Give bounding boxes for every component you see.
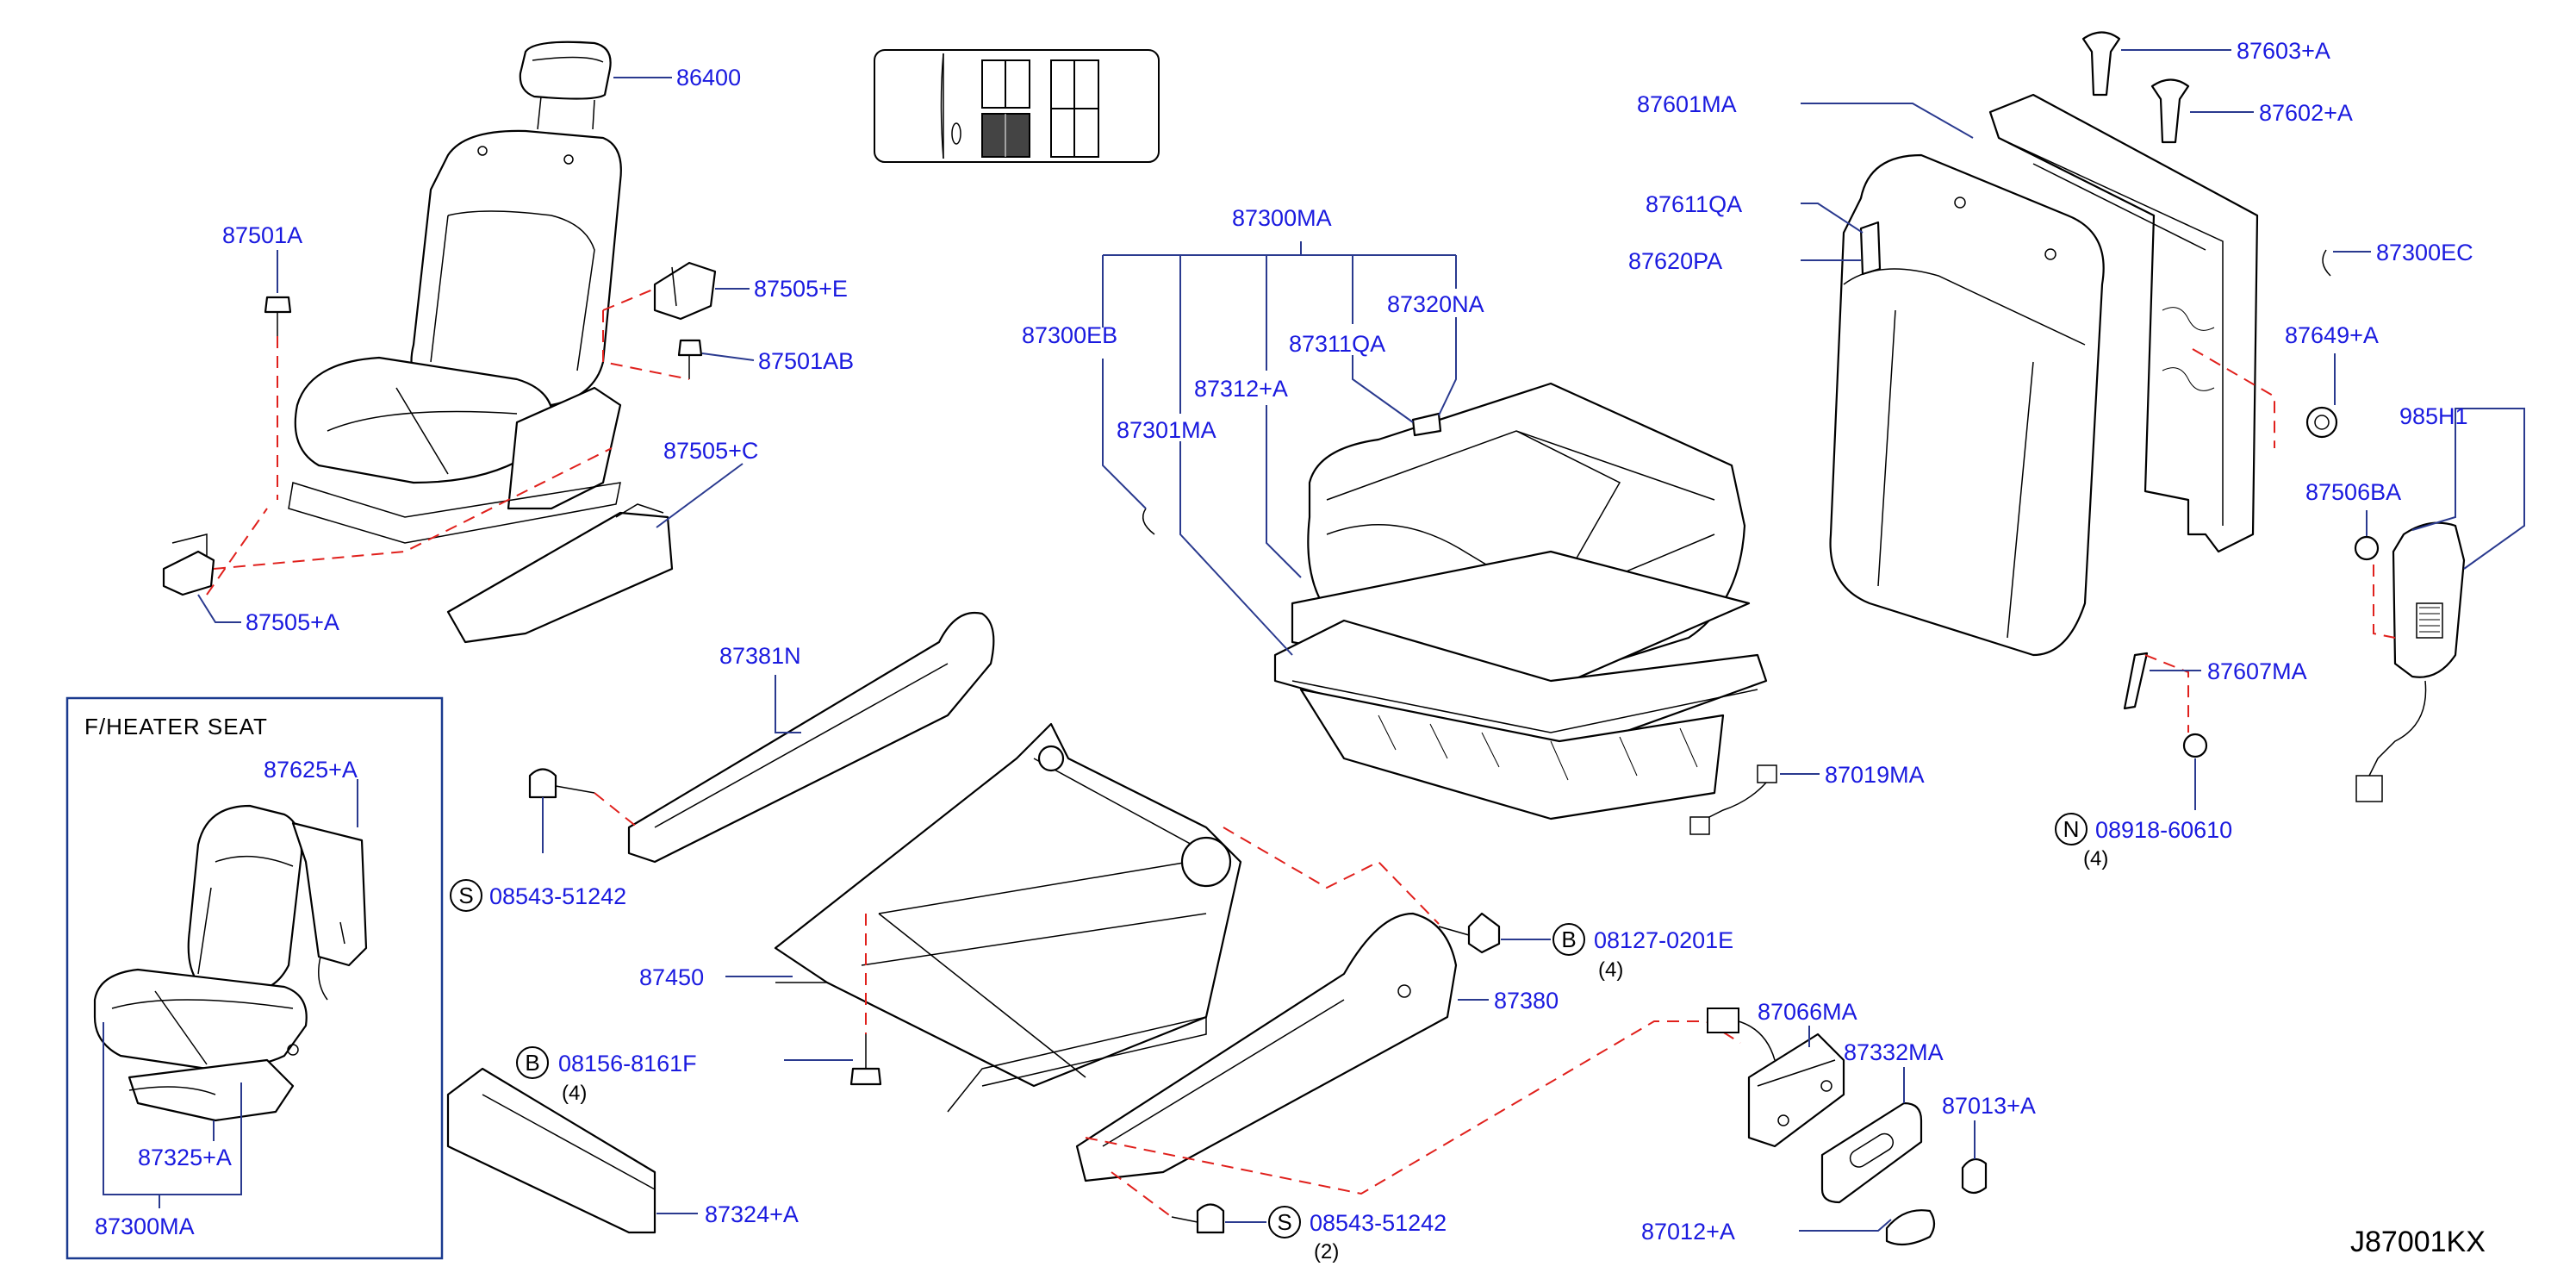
label-87607ma: 87607MA xyxy=(2207,658,2307,684)
label-87611qa: 87611QA xyxy=(1646,191,1742,217)
label-87332ma: 87332MA xyxy=(1844,1039,1944,1065)
label-87311qa: 87311QA xyxy=(1289,331,1385,357)
label-08918-60610: 08918-60610 xyxy=(2095,817,2232,843)
label-87012a: 87012+A xyxy=(1641,1219,1735,1245)
label-87013a: 87013+A xyxy=(1942,1093,2036,1119)
label-87324a: 87324+A xyxy=(705,1201,799,1227)
label-86400: 86400 xyxy=(676,65,741,90)
switch-parts-illustration xyxy=(1707,1008,1988,1246)
label-87505e: 87505+E xyxy=(754,276,848,302)
label-87601ma: 87601MA xyxy=(1637,91,1737,117)
mark-n: N xyxy=(2063,816,2080,842)
seat-cushion-illustration xyxy=(1142,382,1768,820)
label-87501ab: 87501AB xyxy=(758,348,854,374)
mark-s-top: S xyxy=(458,883,473,908)
inset-title: F/HEATER SEAT xyxy=(84,714,268,739)
label-87620pa: 87620PA xyxy=(1628,248,1722,274)
label-87300ma-inset: 87300MA xyxy=(95,1213,195,1239)
label-08127-0201e: 08127-0201E xyxy=(1594,927,1733,953)
label-87381n: 87381N xyxy=(719,643,801,669)
label-87501a: 87501A xyxy=(222,222,302,248)
label-08156-8161f: 08156-8161F xyxy=(558,1051,697,1076)
label-87312a: 87312+A xyxy=(1194,376,1288,402)
label-87325a: 87325+A xyxy=(138,1145,232,1170)
harness-87019ma xyxy=(1689,764,1777,835)
qty-08127: (4) xyxy=(1598,958,1623,982)
label-87625a: 87625+A xyxy=(264,757,358,783)
seat-frame-illustration xyxy=(446,611,1741,1234)
seat-assembly-illustration xyxy=(162,41,717,644)
label-87602a: 87602+A xyxy=(2259,100,2353,126)
mark-b-right: B xyxy=(1561,926,1576,952)
label-87300eb: 87300EB xyxy=(1022,322,1117,348)
qty-08156: (4) xyxy=(562,1082,587,1105)
seat-location-icon xyxy=(874,49,1160,163)
label-87506ba: 87506BA xyxy=(2305,479,2401,505)
label-87505a: 87505+A xyxy=(246,609,339,635)
qty-08543-bottom: (2) xyxy=(1314,1240,1339,1263)
label-87380: 87380 xyxy=(1494,988,1559,1014)
label-87649a: 87649+A xyxy=(2285,322,2379,348)
label-87301ma: 87301MA xyxy=(1117,417,1216,443)
label-87300ma-top: 87300MA xyxy=(1232,205,1332,231)
mark-s-bottom: S xyxy=(1277,1209,1291,1235)
qty-08918: (4) xyxy=(2083,847,2108,870)
label-87019ma: 87019MA xyxy=(1825,762,1925,788)
label-08543-51242-bottom: 08543-51242 xyxy=(1310,1210,1447,1236)
label-08543-51242-top: 08543-51242 xyxy=(489,883,626,909)
label-87300ec: 87300EC xyxy=(2376,240,2473,265)
heater-seat-inset xyxy=(65,696,444,1260)
label-87603a: 87603+A xyxy=(2237,38,2330,64)
label-87320na: 87320NA xyxy=(1387,291,1484,317)
label-985h1: 985H1 xyxy=(2399,403,2468,429)
label-87450: 87450 xyxy=(639,964,704,990)
seatback-illustration xyxy=(1829,31,2466,802)
label-87066ma: 87066MA xyxy=(1758,999,1857,1025)
diagram-code: J87001KX xyxy=(2350,1226,2486,1258)
mark-b-left: B xyxy=(525,1050,539,1076)
label-87505c: 87505+C xyxy=(663,438,758,464)
